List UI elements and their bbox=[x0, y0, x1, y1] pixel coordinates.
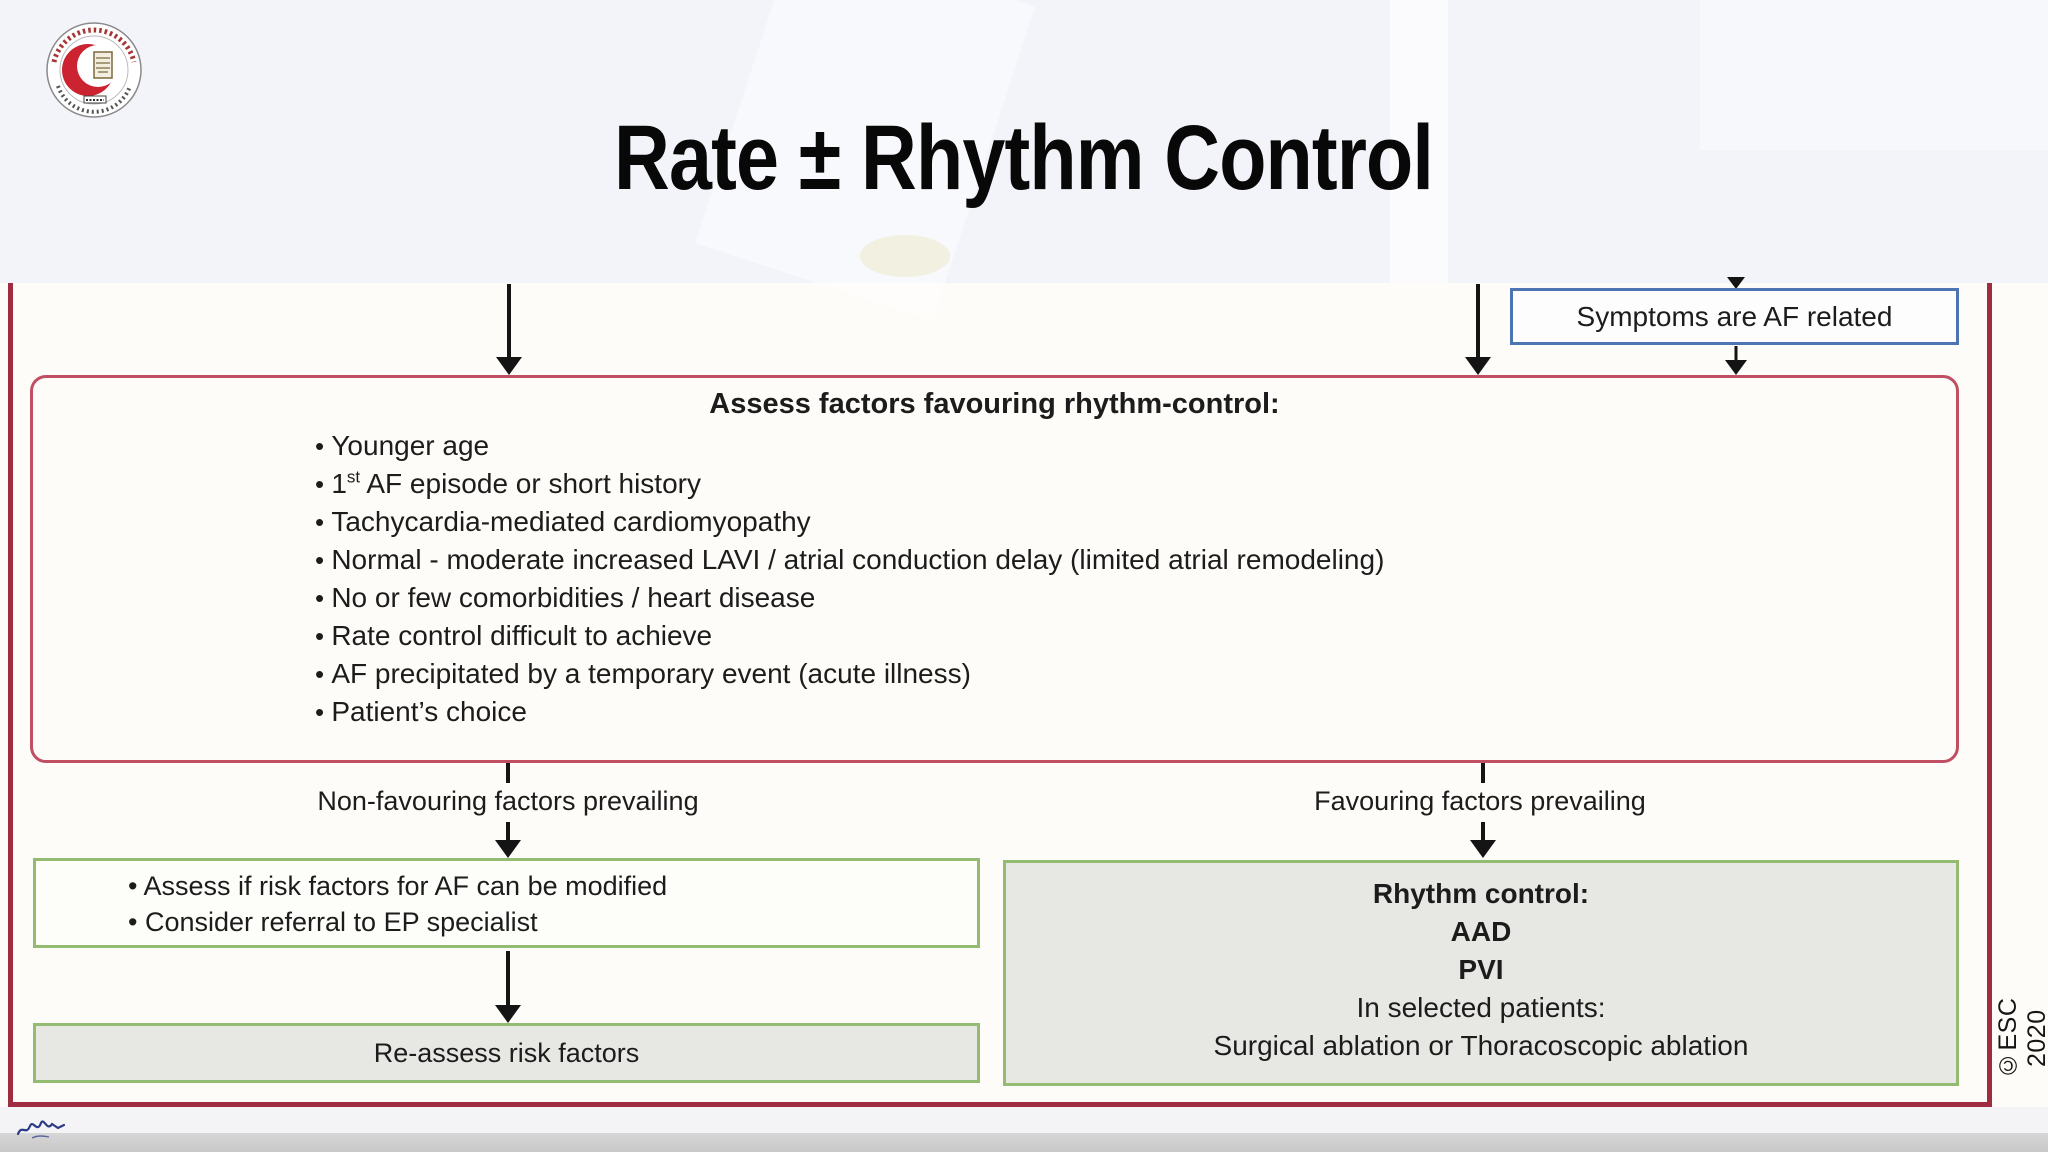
assess-factors-box: Assess factors favouring rhythm-control:… bbox=[30, 375, 1959, 763]
arrow-head-icon bbox=[495, 840, 521, 858]
flow-arrow-reassess bbox=[495, 951, 521, 1023]
modify-bullet: Consider referral to EP specialist bbox=[128, 904, 967, 940]
bullet-text: AF precipitated by a temporary event (ac… bbox=[331, 658, 971, 689]
rhythm-box-line: PVI bbox=[1458, 954, 1504, 985]
arrow-shaft bbox=[507, 284, 511, 359]
arrow-shaft bbox=[506, 822, 510, 842]
arrow-head-icon bbox=[496, 357, 522, 375]
arrow-head-icon bbox=[1470, 840, 1496, 858]
risk-factor-modify-box: Assess if risk factors for AF can be mod… bbox=[33, 858, 980, 948]
flow-arrow-symptoms-down bbox=[1725, 346, 1747, 375]
arrow-shaft bbox=[1476, 284, 1480, 359]
rhythm-box-line: In selected patients: bbox=[1356, 992, 1606, 1023]
reassess-box: Re-assess risk factors bbox=[33, 1023, 980, 1083]
bullet-text: No or few comorbidities / heart disease bbox=[331, 582, 816, 613]
bullet-text: Tachycardia-mediated cardiomyopathy bbox=[331, 506, 811, 537]
symptoms-box: Symptoms are AF related bbox=[1510, 288, 1959, 345]
flowchart-frame bbox=[8, 283, 1992, 1107]
branch-label-right: Favouring factors prevailing bbox=[1314, 786, 1646, 816]
bullet-text: AF episode or short history bbox=[360, 468, 701, 499]
esc-copyright: ©ESC 2020 bbox=[1994, 997, 2048, 1079]
modify-bullet: Assess if risk factors for AF can be mod… bbox=[128, 868, 967, 904]
bullet-text: Normal - moderate increased LAVI / atria… bbox=[331, 544, 1385, 575]
branch-tick-left bbox=[506, 763, 510, 783]
bottom-bar bbox=[0, 1133, 2048, 1152]
reassess-box-label: Re-assess risk factors bbox=[373, 1038, 640, 1068]
bullet-text: Younger age bbox=[331, 430, 490, 461]
ordinal-superscript: st bbox=[346, 467, 361, 487]
arrow-shaft bbox=[1481, 822, 1485, 842]
page-title: Rate ± Rhythm Control bbox=[0, 112, 2048, 204]
bullet-text: Patient’s choice bbox=[331, 696, 527, 727]
bullet-item: AF precipitated by a temporary event (ac… bbox=[315, 655, 1936, 693]
rhythm-box-line: Rhythm control: bbox=[1372, 878, 1590, 909]
flow-arrow-top-right bbox=[1465, 284, 1491, 375]
arrow-head-icon bbox=[495, 1005, 521, 1023]
symptoms-box-label: Symptoms are AF related bbox=[1576, 301, 1893, 332]
arrow-head-icon bbox=[1725, 360, 1747, 375]
bullet-item: No or few comorbidities / heart disease bbox=[315, 579, 1936, 617]
rhythm-box-line: AAD bbox=[1450, 916, 1512, 947]
bullet-item: Patient’s choice bbox=[315, 693, 1936, 731]
flow-arrow-top-left bbox=[496, 284, 522, 375]
background-artifact bbox=[860, 235, 950, 277]
bullet-item: 1st AF episode or short history bbox=[315, 465, 1936, 503]
bullet-item: Rate control difficult to achieve bbox=[315, 617, 1936, 655]
signature-scribble-icon bbox=[14, 1114, 86, 1149]
page-title-text: Rate ± Rhythm Control bbox=[614, 107, 1434, 209]
bullet-item: Younger age bbox=[315, 427, 1936, 465]
rhythm-control-box: Rhythm control: AAD PVI In selected pati… bbox=[1003, 860, 1959, 1086]
bullet-text: 1 bbox=[331, 468, 347, 499]
assess-box-title: Assess factors favouring rhythm-control: bbox=[709, 388, 1280, 420]
bullet-item: Tachycardia-mediated cardiomyopathy bbox=[315, 503, 1936, 541]
branch-label-left: Non-favouring factors prevailing bbox=[317, 786, 699, 816]
branch-tick-right bbox=[1481, 763, 1485, 783]
bullet-item: Normal - moderate increased LAVI / atria… bbox=[315, 541, 1936, 579]
flow-arrow-branch-left bbox=[495, 822, 521, 858]
arrow-head-icon bbox=[1465, 357, 1491, 375]
flow-arrow-symptoms-tip bbox=[1727, 277, 1745, 289]
flow-arrow-branch-right bbox=[1470, 822, 1496, 858]
faculty-medicine-crescent-logo-icon bbox=[36, 12, 148, 129]
bullet-text: Rate control difficult to achieve bbox=[331, 620, 713, 651]
arrow-shaft bbox=[1734, 346, 1738, 362]
assess-bullet-list: Younger age 1st AF episode or short hist… bbox=[33, 427, 1956, 731]
bottom-strip bbox=[0, 1107, 2048, 1133]
arrow-shaft bbox=[506, 951, 510, 1007]
rhythm-box-line: Surgical ablation or Thoracoscopic ablat… bbox=[1213, 1030, 1749, 1061]
